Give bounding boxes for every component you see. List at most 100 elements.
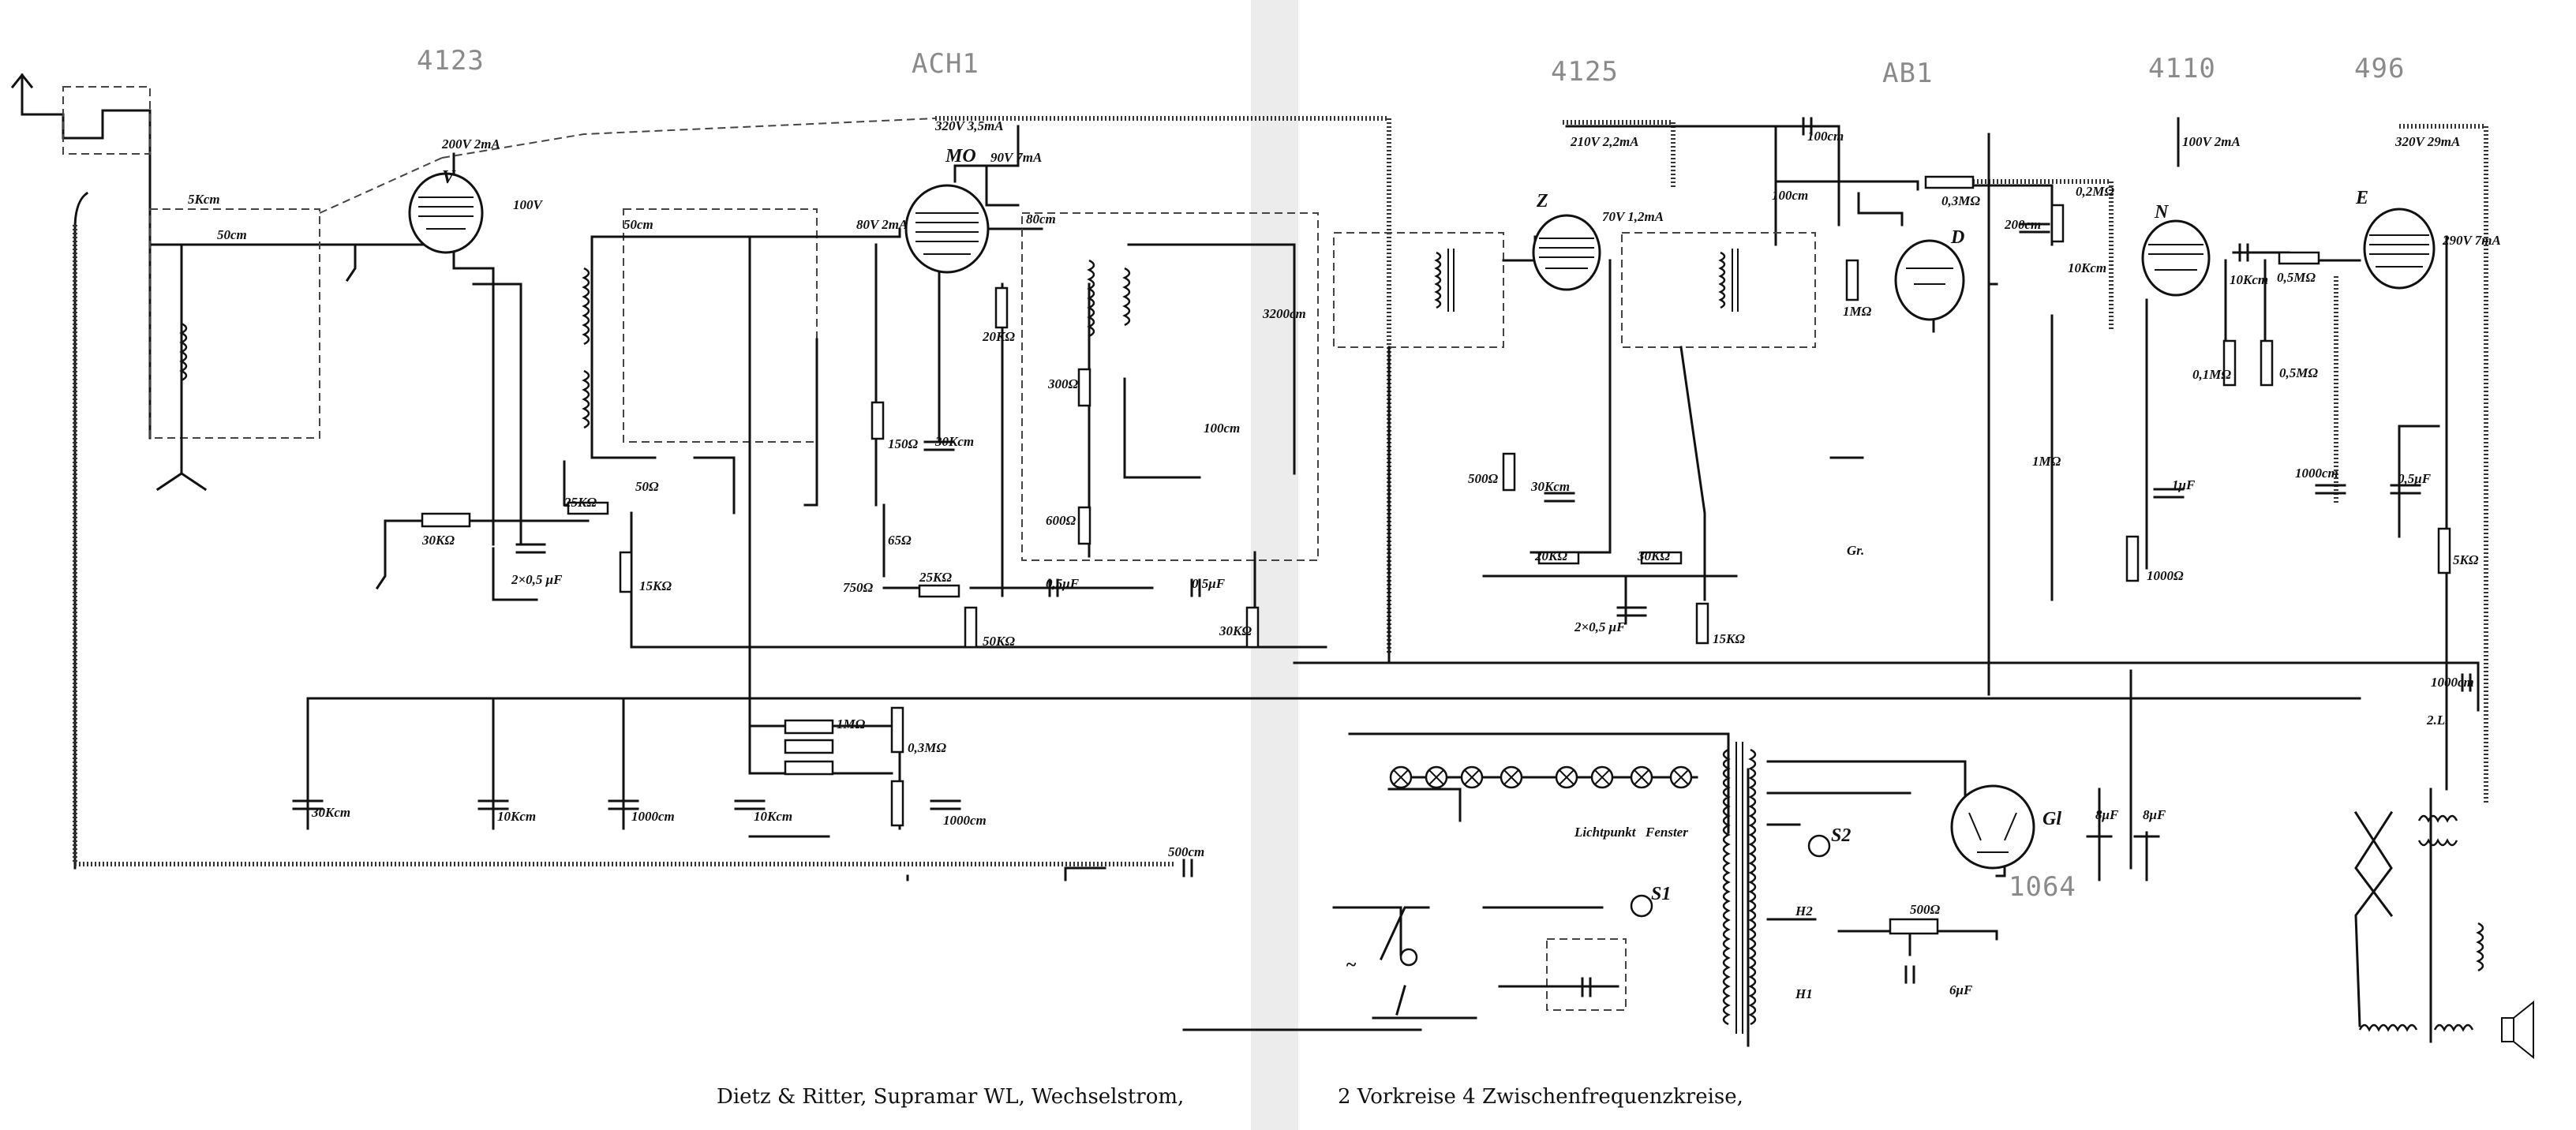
label-c-8uf-a: 8μF (2095, 807, 2119, 822)
label-gr: Gr. (1847, 543, 1864, 558)
label-r-02m: 0,2MΩ (2076, 184, 2114, 199)
op-mo-anode: 320V 3,5mA (934, 118, 1004, 133)
label-c-1000cm-a: 1000cm (2295, 466, 2338, 481)
label-r-25k-b: 25KΩ (919, 570, 952, 585)
label-c-100cm-a: 100cm (1204, 421, 1240, 436)
label-r-30k-b: 30KΩ (1219, 623, 1252, 638)
label-s2: S2 (1831, 825, 1851, 846)
label-r-500: 500Ω (1468, 471, 1499, 486)
tube-e: E (2355, 188, 2436, 290)
tube-letter-z: Z (1536, 191, 1548, 211)
label-c-3200cm: 3200cm (1262, 306, 1306, 321)
tube-letter-v: V (442, 167, 456, 188)
mains-switch (1399, 948, 1418, 967)
label-lichtpunkt: Lichtpunkt (1574, 825, 1637, 840)
loudspeaker (2501, 1000, 2534, 1060)
wiring (10, 73, 2488, 1047)
label-r-500-b: 500Ω (1910, 902, 1941, 917)
label-r-50k: 50KΩ (983, 634, 1015, 649)
caption-right: 2 Vorkreise 4 Zwischenfrequenzkreise, (1338, 1085, 1743, 1109)
op-mo-grid: 80V 2mA (856, 217, 908, 232)
label-r-65: 65Ω (888, 533, 912, 548)
tube-type-label-4: AB1 (1882, 58, 1933, 89)
label-c-10kcm-d: 10Kcm (754, 809, 792, 824)
page-fold-shade (1251, 0, 1298, 1130)
label-r-30k-a: 30KΩ (421, 533, 455, 548)
label-c-50cm-a: 50cm (217, 227, 247, 242)
op-v: 200V 2mA (441, 137, 500, 152)
label-r-1m-a: 1MΩ (1843, 304, 1872, 319)
label-r-300: 300Ω (1047, 376, 1079, 391)
label-r-15k-b: 15KΩ (1713, 631, 1745, 646)
label-c-30kcm-c: 30Kcm (311, 805, 350, 820)
label-c-2x05: 2×0,5 μF (511, 572, 563, 587)
label-r-1000: 1000Ω (2147, 568, 2184, 583)
label-h1: H1 (1795, 986, 1813, 1001)
dial-lamps (1389, 765, 1831, 967)
label-c-10kcm-a: 10Kcm (2068, 260, 2106, 275)
tube-type-label-3: 4125 (1551, 56, 1619, 88)
lamp-s1 (1630, 894, 1653, 918)
label-p-1m: 1MΩ (2032, 454, 2061, 469)
tube-letter-d: D (1950, 227, 1964, 248)
label-c-100cm-b: 100cm (1772, 188, 1808, 203)
lamp-s2 (1807, 834, 1831, 858)
mains-ac-symbol: ~ (1346, 955, 1357, 975)
op-mo-osc: 90V 7mA (990, 150, 1042, 165)
if-transformers (179, 249, 1739, 429)
label-c-05uf: 0,5μF (2398, 471, 2432, 486)
label-r-5k: 5KΩ (2453, 552, 2479, 567)
label-r-20k: 20KΩ (982, 329, 1015, 344)
label-r-30k-c: 30KΩ (1637, 548, 1670, 563)
label-h2: H2 (1795, 904, 1813, 919)
tube-letter-e: E (2355, 188, 2368, 208)
label-c-05-a: 0,5μF (1046, 576, 1080, 591)
label-fenster: Fenster (1645, 825, 1688, 840)
label-c-200cm: 200cm (2004, 217, 2041, 232)
label-r-1m-b: 1MΩ (837, 717, 866, 732)
label-s1: S1 (1651, 884, 1671, 904)
label-r-600: 600Ω (1046, 513, 1076, 528)
label-c-1uf: 1μF (2172, 477, 2196, 492)
label-r-03m-b: 0,3MΩ (908, 740, 946, 755)
tube-type-label-1: 4123 (417, 45, 485, 77)
caption-left: Dietz & Ritter, Supramar WL, Wechselstro… (717, 1085, 1184, 1109)
label-c-30kcm-a: 30Kcm (934, 434, 974, 449)
tube-letter-n: N (2154, 202, 2170, 223)
label-r-05m-a: 0,5MΩ (2277, 270, 2316, 285)
label-r-03m-a: 0,3MΩ (1941, 193, 1980, 208)
mains-transformer (1722, 742, 1757, 1034)
label-c-10kcm-b: 10Kcm (2230, 272, 2268, 287)
op-v-screen: 100V (513, 197, 544, 212)
label-c-6uf: 6μF (1949, 982, 1973, 997)
tube-n: N (2141, 202, 2211, 297)
label-c-10kcm-c: 10Kcm (497, 809, 536, 824)
tube-letter-mo: MO (945, 146, 976, 167)
label-2l: 2.L. (2426, 713, 2448, 728)
operating-point-labels: 200V 2mA 100V 320V 3,5mA 90V 7mA 80V 2mA… (441, 118, 2501, 248)
label-r-750: 750Ω (843, 580, 874, 595)
output-transformer (2358, 814, 2484, 1032)
tube-v: V (408, 167, 484, 254)
op-z-anode: 210V 2,2mA (1570, 134, 1639, 149)
label-c-8uf-b: 8μF (2143, 807, 2166, 822)
tube-letter-gl: Gl (2042, 809, 2061, 829)
tube-d: D (1894, 227, 1965, 321)
label-c-30kcm-b: 30Kcm (1530, 479, 1570, 494)
label-c-05-b: 0,5μF (1192, 576, 1226, 591)
label-c-1000cm-c: 1000cm (631, 809, 675, 824)
label-c-1000cm-b: 1000cm (2431, 675, 2474, 690)
op-z-screen: 70V 1,2mA (1602, 209, 1664, 224)
op-e-screen: 290V 7mA (2442, 233, 2501, 248)
label-r-05m-b: 0,5MΩ (2279, 365, 2318, 380)
label-c-2x05-b: 2×0,5 μF (1574, 619, 1626, 634)
tube-mo: MO (904, 146, 990, 274)
label-c-1000cm-d: 1000cm (943, 813, 987, 828)
label-p-50: 50Ω (635, 479, 659, 494)
label-r-01m: 0,1MΩ (2192, 367, 2231, 382)
label-r-20k-b: 20KΩ (1534, 548, 1567, 563)
capacitors (292, 117, 2472, 997)
tube-type-label-rectifier: 1064 (2009, 871, 2076, 903)
tube-z: Z (1532, 191, 1601, 291)
op-n: 100V 2mA (2182, 134, 2241, 149)
